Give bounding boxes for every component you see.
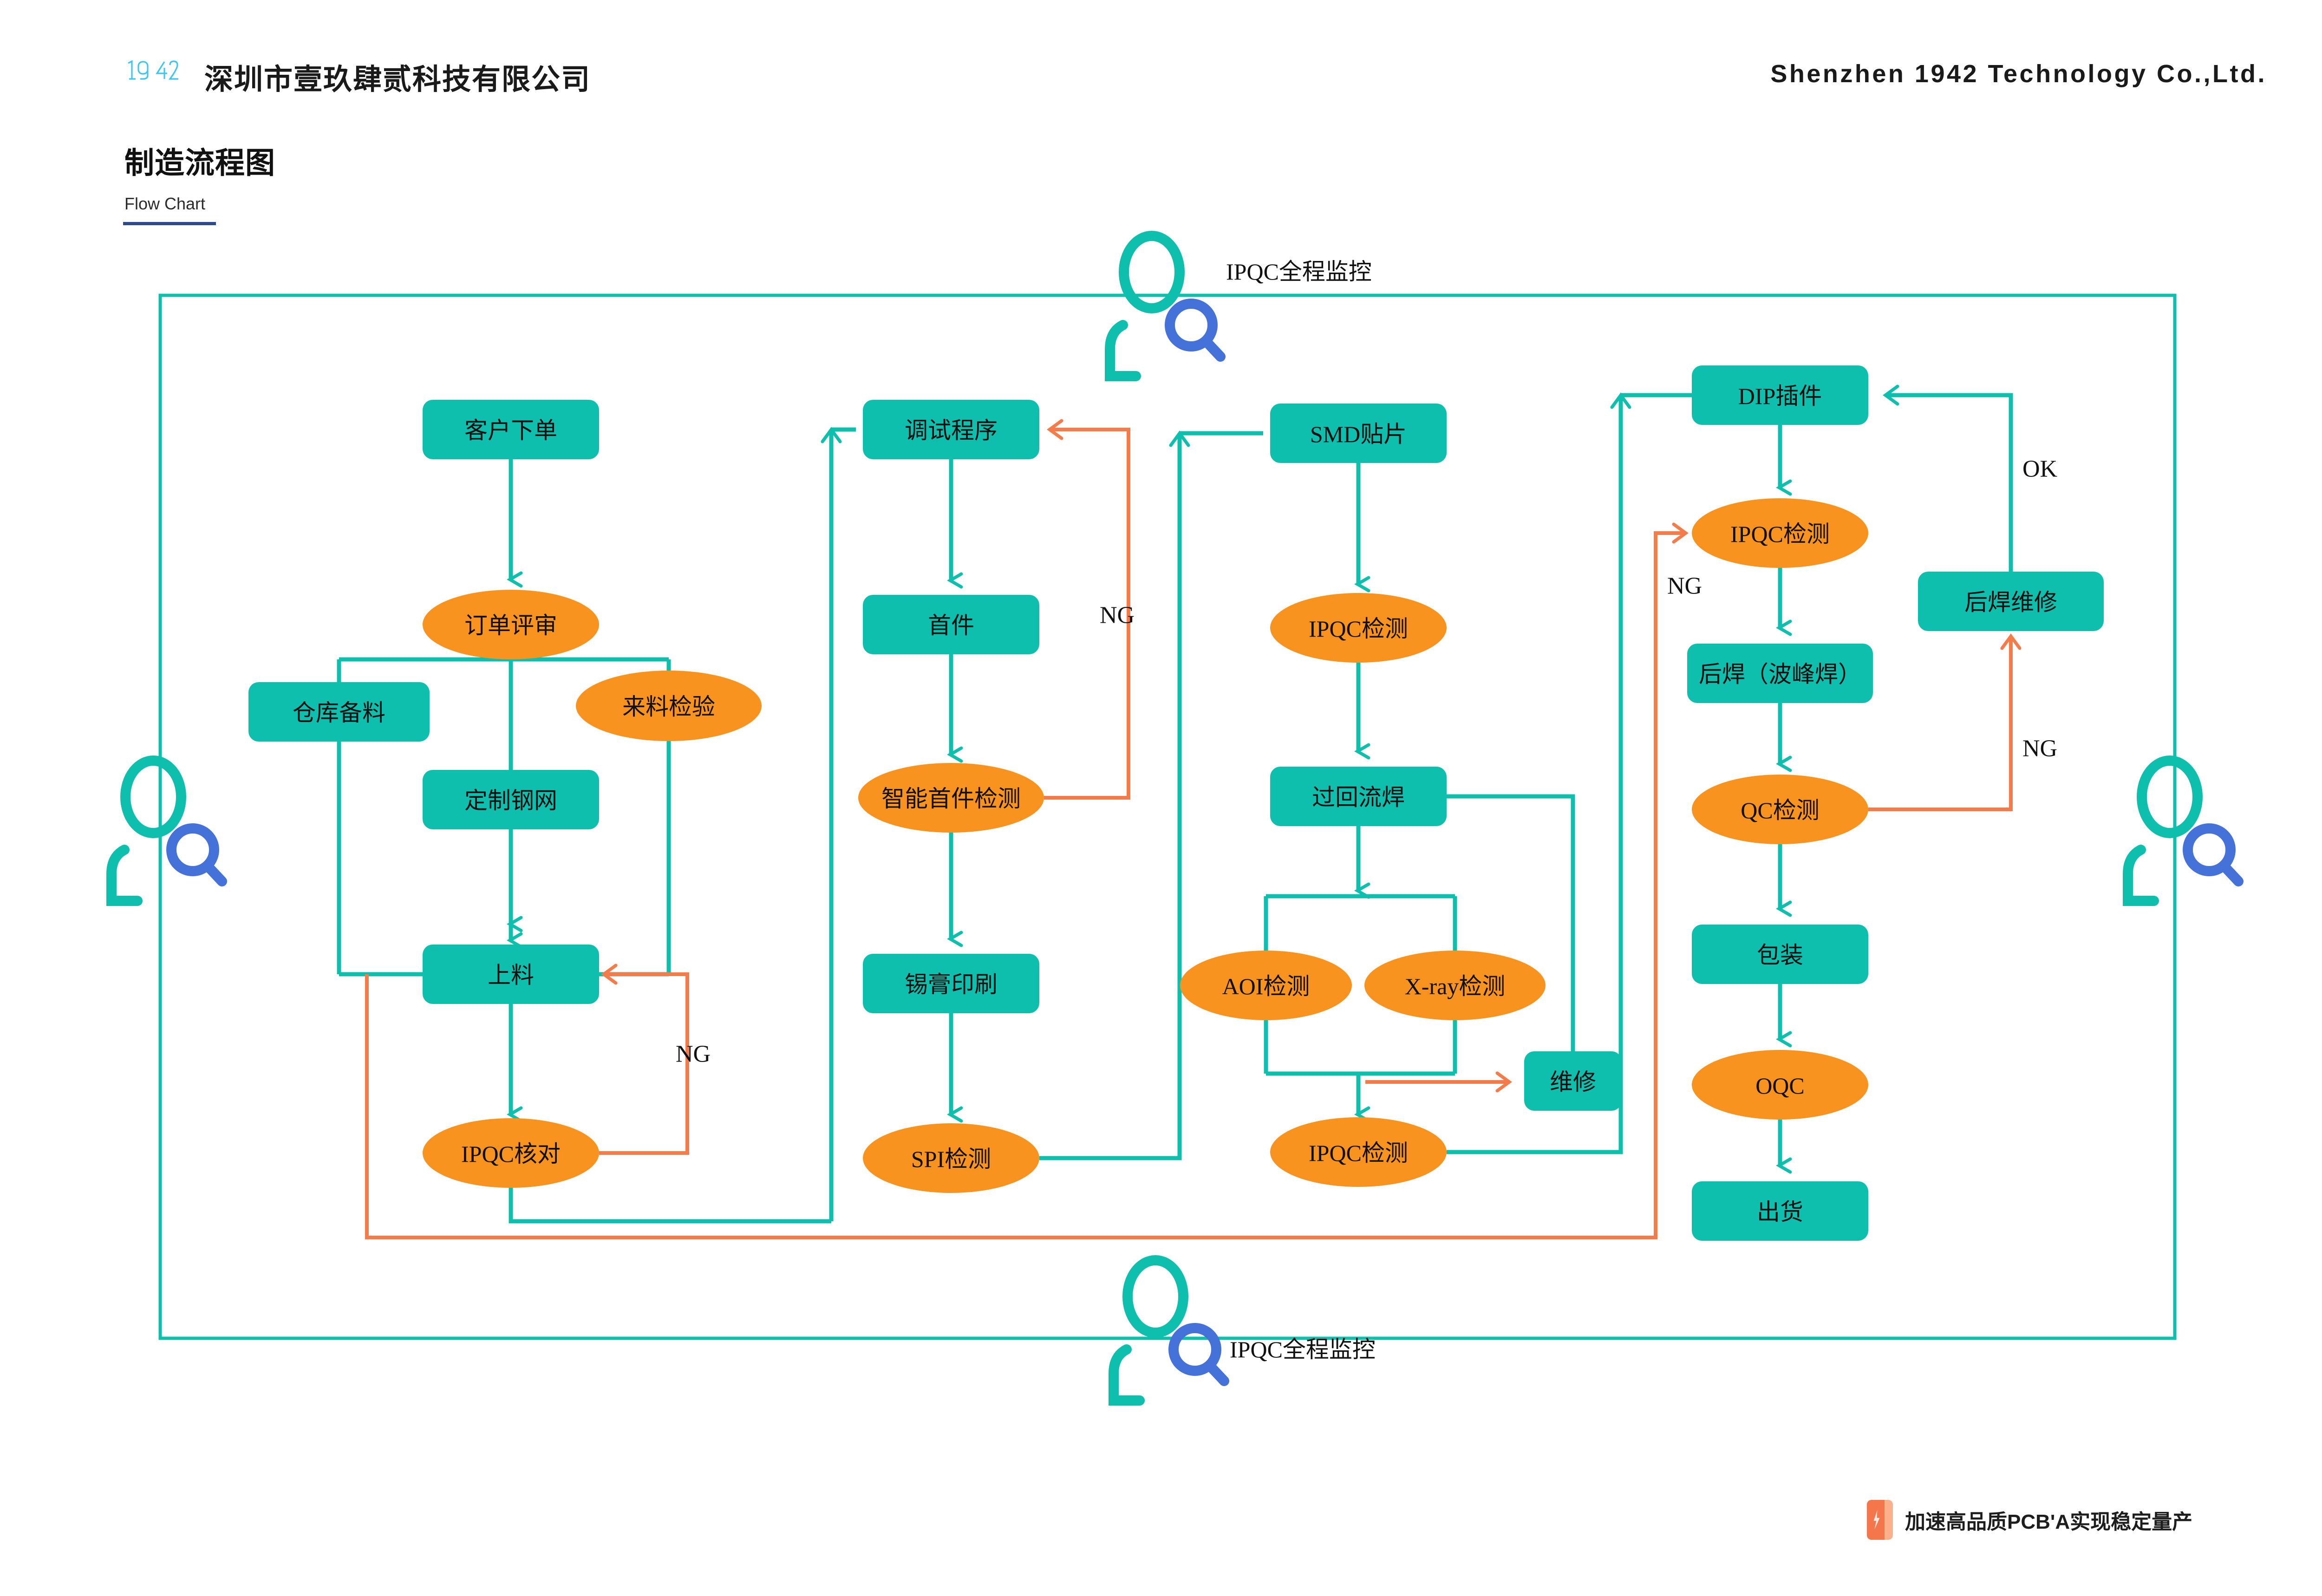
node-label: SPI检测 [911,1146,991,1172]
node-znsjjc[interactable]: 智能首件检测 [858,763,1044,833]
search-icon [166,823,227,886]
node-ipqc3[interactable]: IPQC检测 [1692,498,1868,568]
node-label: OQC [1755,1073,1805,1099]
node-label: SMD贴片 [1310,421,1407,447]
footer-badge: 加速高品质PCB'A实现稳定量产 [1867,1500,2192,1540]
node-label: 客户下单 [464,417,557,443]
node-label: 来料检验 [622,694,715,720]
node-tscx[interactable]: 调试程序 [863,400,1039,459]
edges-column-3 [1264,392,1692,1154]
node-label: IPQC检测 [1309,616,1408,642]
monitor-bottom: IPQC全程监控 [1109,1255,1376,1406]
edges-column-1 [337,427,856,1224]
node-label: 仓库备料 [293,700,385,726]
node-label: IPQC检测 [1730,521,1830,547]
footer-slogan: 加速高品质PCB'A实现稳定量产 [1905,1511,2193,1533]
monitor-label-bottom: IPQC全程监控 [1230,1336,1376,1362]
search-icon [2183,823,2244,886]
edges-column-4-ng [365,522,2022,1239]
node-bz[interactable]: 包装 [1692,925,1868,984]
monitor-right [2123,756,2244,906]
edges-column-2 [947,430,1263,1160]
node-label: 首件 [928,612,974,638]
node-label: 出货 [1757,1199,1803,1225]
node-ipqc1[interactable]: IPQC检测 [1270,593,1447,663]
node-label: IPQC检测 [1309,1140,1408,1166]
node-label: 包装 [1757,942,1803,968]
edge-label-ok: OK [2022,456,2058,482]
node-oqc[interactable]: OQC [1692,1050,1868,1120]
monitor-label-top: IPQC全程监控 [1226,259,1372,285]
node-label: QC检测 [1741,797,1819,823]
edge-labels: NG NG NG NG OK [676,456,2058,1068]
company-logo-1942 [124,57,180,84]
edges-column-1-ng [599,964,689,1155]
page-title-cn: 制造流程图 [124,146,275,180]
node-label: X-ray检测 [1405,973,1506,999]
node-dzgw[interactable]: 定制钢网 [423,770,599,829]
node-wx[interactable]: 维修 [1524,1051,1622,1111]
person-icon [1105,231,1185,381]
node-ipqchd[interactable]: IPQC核对 [423,1118,599,1188]
node-label: 上料 [488,962,534,988]
node-label: 定制钢网 [464,788,557,814]
monitor-top: IPQC全程监控 [1105,231,1372,381]
node-label: 维修 [1550,1069,1596,1095]
company-name-cn: 深圳市壹玖肆贰科技有限公司 [204,64,591,96]
node-xray[interactable]: X-ray检测 [1364,951,1546,1020]
node-label: 过回流焊 [1312,784,1405,810]
node-dip[interactable]: DIP插件 [1692,365,1868,425]
node-label: 智能首件检测 [881,786,1021,812]
person-icon [1109,1255,1188,1406]
node-ipqc2[interactable]: IPQC检测 [1270,1117,1447,1187]
node-label: IPQC核对 [461,1141,561,1167]
person-icon [106,756,186,906]
page-header: 深圳市壹玖肆贰科技有限公司 Shenzhen 1942 Technology C… [0,0,2322,130]
node-smd[interactable]: SMD贴片 [1270,404,1447,463]
edge-label-ng-col2: NG [1100,602,1135,629]
node-xgys[interactable]: 锡膏印刷 [863,954,1039,1013]
lightning-bolt-icon [1867,1500,1893,1540]
edge-label-ng-col1: NG [676,1041,711,1068]
edges-column-2-ng [1044,419,1130,800]
node-label: 后焊（波峰焊） [1699,661,1861,687]
company-name-en: Shenzhen 1942 Technology Co.,Ltd. [1770,60,2267,88]
node-llhy[interactable]: 来料检验 [576,671,762,741]
node-label: 后焊维修 [1964,589,2057,615]
node-label: 订单评审 [464,612,557,638]
node-khxd[interactable]: 客户下单 [423,400,599,459]
person-icon [2123,756,2203,906]
title-underline [123,222,216,225]
nodes: 客户下单 订单评审 仓库备料 来料检验 定制钢网 上料 [248,365,2104,1241]
node-label: 锡膏印刷 [905,971,998,997]
node-ghlh[interactable]: 过回流焊 [1270,767,1447,826]
node-sl[interactable]: 上料 [423,945,599,1004]
search-icon [1168,1323,1229,1386]
node-hh[interactable]: 后焊（波峰焊） [1687,644,1873,703]
search-icon [1165,299,1226,362]
monitor-left [106,756,227,906]
node-label: AOI检测 [1222,973,1310,999]
node-label: DIP插件 [1738,383,1822,409]
node-ckbl[interactable]: 仓库备料 [248,682,430,742]
node-qcjc[interactable]: QC检测 [1692,775,1868,844]
node-ch[interactable]: 出货 [1692,1181,1868,1241]
node-label: 调试程序 [905,417,998,443]
edge-label-ng-hhwx: NG [2022,736,2057,762]
node-sj[interactable]: 首件 [863,595,1039,654]
node-spijc[interactable]: SPI检测 [863,1123,1039,1193]
node-hhwx[interactable]: 后焊维修 [1918,572,2104,631]
edges-column-4 [1776,384,2013,1174]
node-ddps[interactable]: 订单评审 [423,590,599,659]
node-aoi[interactable]: AOI检测 [1180,951,1352,1020]
edge-label-ng-col4: NG [1667,573,1702,599]
page-title-en: Flow Chart [124,194,206,213]
